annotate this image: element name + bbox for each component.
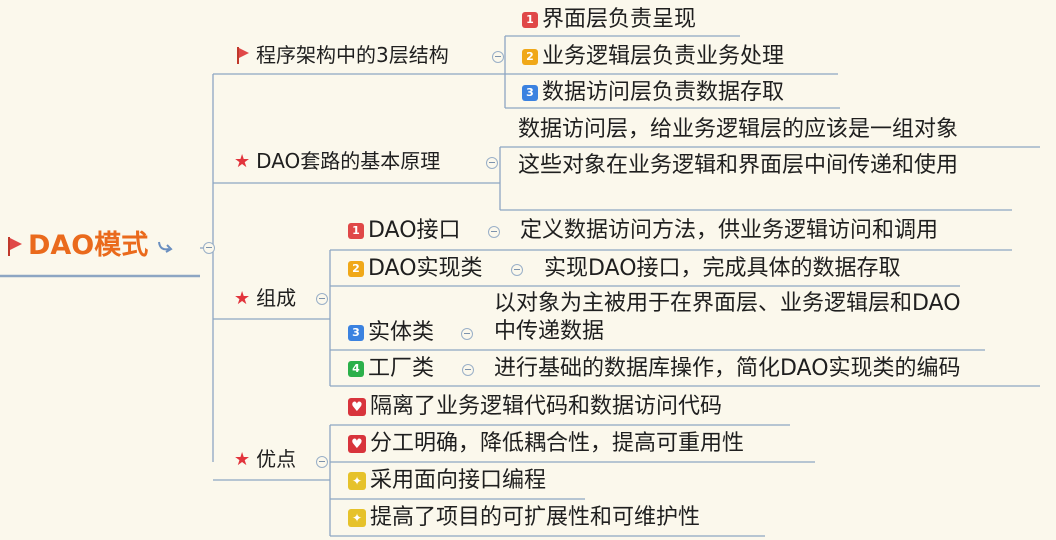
medal-icon: ✦ [348,509,366,527]
layer-item-2[interactable]: 2 业务逻辑层负责业务处理 [522,43,784,71]
components-collapse-toggle[interactable] [316,293,328,305]
principle-item-1[interactable]: 数据访问层，给业务逻辑层的应该是一组对象 [518,116,958,144]
branch-components[interactable]: ★ 组成 [234,285,296,311]
component-factory-desc[interactable]: 进行基础的数据库操作，简化DAO实现类的编码 [494,355,961,383]
star-icon: ★ [234,287,251,309]
star-icon: ★ [234,448,251,470]
priority-1-icon: 1 [522,12,538,28]
advantage-item-1-label: 隔离了业务逻辑代码和数据访问代码 [370,394,723,419]
component-entity[interactable]: 3 实体类 [348,319,434,347]
component-factory-desc-label: 进行基础的数据库操作，简化DAO实现类的编码 [494,356,961,381]
medal-icon: ✦ [348,472,366,490]
branch-advantages-label: 优点 [256,447,297,471]
priority-3-icon: 3 [522,85,538,101]
red-flag-icon [8,237,22,256]
component-entity-desc-label: 以对象为主被用于在界面层、业务逻辑层和DAO中传递数据 [494,291,961,344]
priority-4-icon: 4 [348,361,364,377]
component-dao-impl-desc-label: 实现DAO接口，完成具体的数据存取 [544,256,901,281]
priority-1-icon: 1 [348,223,364,239]
priority-2-icon: 2 [522,49,538,65]
root-collapse-toggle[interactable] [203,242,215,254]
entity-collapse-toggle[interactable] [461,328,473,340]
component-factory[interactable]: 4 工厂类 [348,355,434,383]
advantage-item-3-label: 采用面向接口编程 [370,468,547,493]
advantage-item-4-label: 提高了项目的可扩展性和可维护性 [370,505,701,530]
advantage-item-1[interactable]: ♥ 隔离了业务逻辑代码和数据访问代码 [348,393,722,421]
heart-icon: ♥ [348,398,366,416]
component-dao-interface[interactable]: 1 DAO接口 [348,217,461,245]
principle-item-2[interactable]: 这些对象在业务逻辑和界面层中间传递和使用 [518,152,1008,180]
component-dao-impl-desc[interactable]: 实现DAO接口，完成具体的数据存取 [544,255,901,283]
layer-item-3-label: 数据访问层负责数据存取 [542,80,785,105]
advantage-item-2-label: 分工明确，降低耦合性，提高可重用性 [370,431,745,456]
branch-principle-label: DAO套路的基本原理 [256,149,441,173]
link-arrow-icon[interactable] [156,238,174,254]
root-node[interactable]: DAO模式 [6,228,174,264]
component-entity-label: 实体类 [368,320,435,345]
three-layers-collapse-toggle[interactable] [492,51,504,63]
priority-2-icon: 2 [348,261,364,277]
component-dao-interface-desc[interactable]: 定义数据访问方法，供业务逻辑访问和调用 [520,217,938,245]
dao-impl-collapse-toggle[interactable] [511,264,523,276]
principle-item-2-label: 这些对象在业务逻辑和界面层中间传递和使用 [518,153,959,178]
branch-components-label: 组成 [256,286,297,310]
branch-principle[interactable]: ★ DAO套路的基本原理 [234,148,440,174]
advantage-item-2[interactable]: ♥ 分工明确，降低耦合性，提高可重用性 [348,430,744,458]
component-factory-label: 工厂类 [368,356,435,381]
heart-icon: ♥ [348,435,366,453]
priority-3-icon: 3 [348,325,364,341]
component-dao-interface-label: DAO接口 [368,218,461,243]
advantage-item-3[interactable]: ✦ 采用面向接口编程 [348,467,546,495]
component-dao-impl-label: DAO实现类 [368,256,483,281]
root-label: DAO模式 [28,230,149,261]
branch-advantages[interactable]: ★ 优点 [234,446,296,472]
branch-three-layers-label: 程序架构中的3层结构 [256,43,449,67]
component-entity-desc[interactable]: 以对象为主被用于在界面层、业务逻辑层和DAO中传递数据 [494,290,982,346]
advantages-collapse-toggle[interactable] [316,456,328,468]
layer-item-1-label: 界面层负责呈现 [542,7,697,32]
component-dao-interface-desc-label: 定义数据访问方法，供业务逻辑访问和调用 [520,218,939,243]
principle-collapse-toggle[interactable] [486,157,498,169]
star-icon: ★ [234,150,251,172]
principle-item-1-label: 数据访问层，给业务逻辑层的应该是一组对象 [518,117,959,142]
advantage-item-4[interactable]: ✦ 提高了项目的可扩展性和可维护性 [348,504,700,532]
branch-three-layers[interactable]: 程序架构中的3层结构 [236,42,449,68]
layer-item-2-label: 业务逻辑层负责业务处理 [542,44,785,69]
dao-interface-collapse-toggle[interactable] [488,226,500,238]
factory-collapse-toggle[interactable] [462,364,474,376]
layer-item-1[interactable]: 1 界面层负责呈现 [522,6,696,34]
component-dao-impl[interactable]: 2 DAO实现类 [348,255,483,283]
layer-item-3[interactable]: 3 数据访问层负责数据存取 [522,79,784,107]
red-flag-icon [237,47,249,64]
